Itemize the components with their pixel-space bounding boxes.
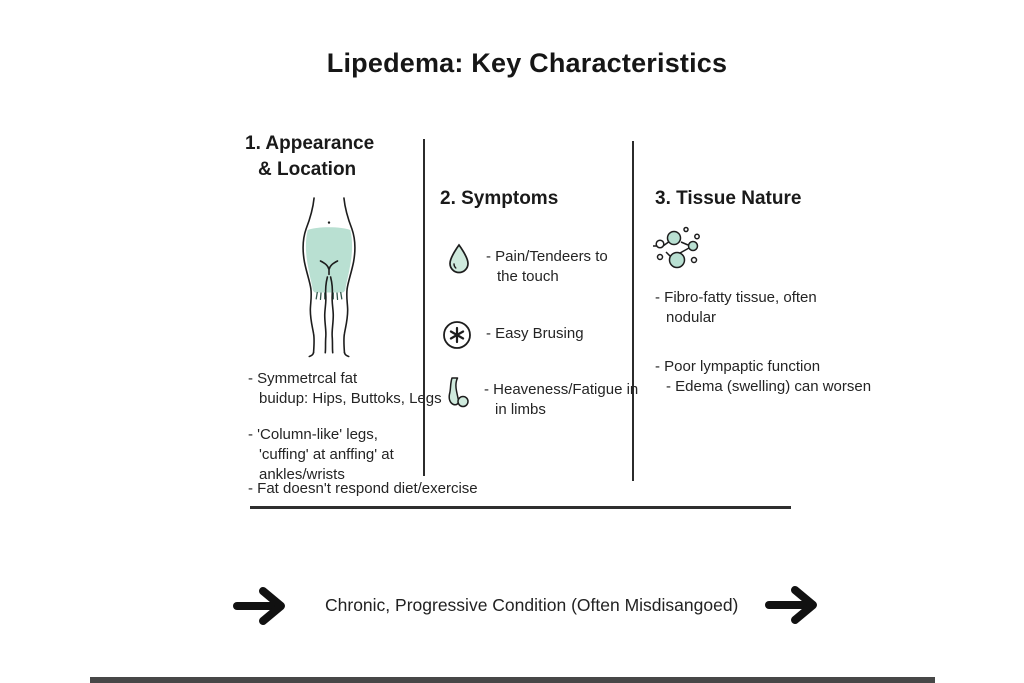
fat-buildup-highlight	[305, 227, 353, 293]
tissue-point: - Poor lympaptic function - Edema (swell…	[655, 358, 872, 395]
leg-icon	[448, 377, 469, 408]
symptom-row: - Easy Brusing	[442, 320, 584, 350]
navel-dot	[327, 221, 331, 224]
bottom-edge-bar	[90, 677, 935, 683]
symptom-row: - Heaveness/Fatigue in in limbs	[444, 376, 638, 420]
horizontal-rule	[250, 506, 791, 509]
appearance-point: - 'Column-like' legs, 'cuffing' at anffi…	[248, 426, 394, 483]
right-arrow-icon	[765, 586, 817, 624]
nodule-cluster-icon	[653, 226, 700, 269]
body-outline	[302, 197, 356, 358]
column-divider	[423, 139, 425, 476]
asterisk-circle-icon	[443, 321, 471, 349]
symptom-label: - Easy Brusing	[486, 325, 584, 342]
page-title: Lipedema: Key Characteristics	[326, 48, 728, 78]
droplet-icon	[449, 243, 469, 274]
symptom-label: - Pain/Tendeers to the touch	[486, 248, 608, 285]
column-heading-tissue: 3. Tissue Nature	[655, 188, 802, 209]
column-heading-symptoms: 2. Symptoms	[440, 188, 559, 209]
lower-body-figure	[302, 197, 356, 358]
appearance-point: - Symmetrcal fat buidup: Hips, Buttoks, …	[248, 370, 442, 407]
tissue-point: - Fibro-fatty tissue, often nodular	[655, 289, 817, 326]
right-arrow-icon	[233, 587, 285, 625]
symptom-row: - Pain/Tendeers to the touch	[446, 243, 608, 287]
highlight-fringe	[315, 291, 343, 301]
symptom-label: - Heaveness/Fatigue in in limbs	[484, 381, 639, 418]
footer-caption: Chronic, Progressive Condition (Often Mi…	[325, 595, 739, 615]
column-heading-appearance: 1. Appearance & Location	[245, 133, 375, 180]
column-divider	[632, 141, 634, 481]
appearance-point: - Fat doesn't respond diet/exercise	[248, 480, 478, 497]
